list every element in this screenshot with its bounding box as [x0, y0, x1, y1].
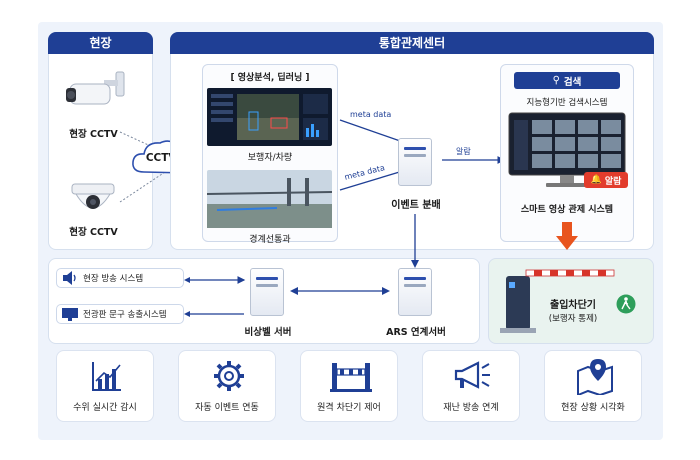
cctv-label-1: 현장 CCTV [69, 129, 118, 140]
double-arrow [290, 287, 390, 295]
feature-tile-5: 현장 상황 시각화 [544, 350, 642, 422]
feature-label-5: 현장 상황 시각화 [561, 403, 625, 413]
gear-icon [214, 361, 244, 391]
server-to-systems-arrows [184, 276, 246, 317]
center-header: 통합관제센터 [170, 32, 654, 54]
event-server-icon [398, 138, 432, 186]
search-system-label: 지능형기반 검색시스템 [526, 98, 608, 108]
field-header: 현장 [48, 32, 153, 54]
broadcast-system-box: 현장 방송 시스템 [56, 268, 184, 288]
speaker-icon [63, 271, 76, 285]
alarm-badge: 🔔 알람 [584, 172, 628, 188]
bell-icon: 🔔 [590, 175, 602, 185]
broadcast-system-label: 현장 방송 시스템 [83, 274, 144, 284]
monitor-thumbnail [508, 112, 626, 187]
display-board-icon [62, 308, 78, 321]
orange-down-arrow [556, 222, 578, 250]
diagram-canvas: 현장 현장 CCTV 현장 CCTV CCTV망 통합관제센터 [ 영상분석, … [38, 22, 663, 440]
monitor-label: 스마트 영상 관제 시스템 [520, 205, 614, 215]
feature-label-3: 원격 차단기 제어 [317, 403, 381, 413]
feature-label-2: 자동 이벤트 연동 [195, 403, 259, 413]
ars-server-label: ARS 연계서버 [386, 327, 446, 338]
video-analysis-title: [ 영상분석, 딥러닝 ] [230, 73, 310, 83]
event-to-ars-arrow [411, 214, 419, 268]
pedestrian-icon [616, 294, 636, 314]
search-icon: ⚲ [552, 75, 560, 86]
field-panel [48, 32, 153, 250]
barrier-gate-icon [500, 269, 615, 333]
ars-server-icon [398, 268, 432, 316]
chart-icon [92, 362, 121, 391]
event-server-label: 이벤트 분배 [391, 200, 441, 211]
feature-label-4: 재난 방송 연계 [443, 403, 499, 413]
sign-system-box: 전광판 문구 송출시스템 [56, 304, 184, 324]
map-pin-icon [577, 359, 613, 395]
megaphone-icon [454, 361, 490, 389]
search-button-label: 검색 [563, 76, 582, 88]
gate-sublabel: (보행자 통제) [548, 314, 598, 324]
feature-tile-2: 자동 이벤트 연동 [178, 350, 276, 422]
alarm-arrow [442, 156, 506, 164]
cctv-label-2: 현장 CCTV [69, 227, 118, 238]
dome-camera-icon [71, 183, 115, 209]
barrier-icon [330, 363, 372, 392]
analysis-dashboard-thumbnail [207, 88, 332, 146]
alarm-badge-label: 알람 [604, 176, 622, 187]
feature-tile-3: 원격 차단기 제어 [300, 350, 398, 422]
video-caption-1: 보행자/차량 [247, 153, 293, 163]
search-button[interactable]: ⚲ 검색 [514, 72, 620, 89]
alarm-label: 알람 [456, 147, 471, 156]
emergency-server-label: 비상벨 서버 [244, 327, 292, 338]
feature-label-1: 수위 실시간 감시 [73, 403, 137, 413]
meta-label-1: meta data [350, 110, 392, 119]
gate-label: 출입차단기 [550, 300, 596, 311]
sign-system-label: 전광판 문구 송출시스템 [83, 310, 167, 320]
bullet-camera-icon [66, 71, 125, 105]
emergency-server-icon [250, 268, 284, 316]
feature-tile-1: 수위 실시간 감시 [56, 350, 154, 422]
feature-tile-4: 재난 방송 연계 [422, 350, 520, 422]
bridge-scene-thumbnail [207, 170, 332, 228]
video-caption-2: 경계선통과 [249, 235, 291, 245]
